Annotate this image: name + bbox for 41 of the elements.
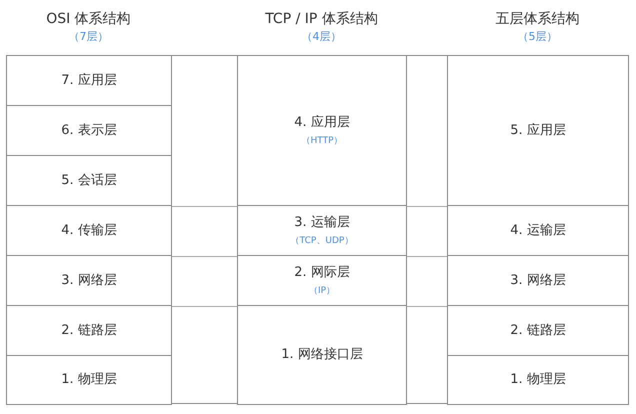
layer-name: 1. 网络接口层 (281, 346, 363, 364)
layer-box (237, 255, 407, 306)
layer-name: 3. 网络层 (510, 272, 566, 290)
layer-name: 7. 应用层 (61, 72, 117, 90)
layer-box (447, 55, 629, 206)
layer-box (6, 105, 172, 156)
layer-box (447, 205, 629, 256)
layer-box (6, 355, 172, 405)
protocol-note: （HTTP） (301, 134, 343, 148)
layer-name: 4. 应用层 (294, 114, 350, 132)
layer-count-label: （5层） (518, 29, 558, 45)
layer-count-label: （4层） (302, 29, 342, 45)
layer-box (237, 205, 407, 256)
layer-count-label: （7层） (68, 29, 108, 45)
protocol-note: （TCP、UDP） (290, 234, 354, 248)
layer-box (237, 55, 407, 206)
column-heading: 五层体系结构 (496, 10, 580, 29)
layer-name: 4. 传输层 (61, 222, 117, 240)
layer-name: 2. 网际层 (294, 264, 350, 282)
layer-name: 4. 运输层 (510, 222, 566, 240)
layer-box (6, 205, 172, 256)
protocol-note: （IP） (308, 284, 336, 298)
layer-box (6, 155, 172, 206)
layer-box (447, 305, 629, 356)
layer-name: 1. 物理层 (61, 371, 117, 390)
layer-name: 5. 应用层 (510, 122, 566, 140)
layer-box (447, 255, 629, 306)
column-heading: TCP / IP 体系结构 (265, 10, 378, 29)
layer-box (447, 355, 629, 405)
layer-name: 3. 网络层 (61, 272, 117, 290)
layer-name: 6. 表示层 (61, 122, 117, 140)
layer-name: 3. 运输层 (294, 214, 350, 232)
layer-name: 5. 会话层 (61, 172, 117, 190)
column-heading: OSI 体系结构 (46, 10, 131, 29)
layer-box (6, 255, 172, 306)
layer-name: 2. 链路层 (510, 322, 566, 340)
layer-box (6, 305, 172, 356)
layer-box (6, 55, 172, 106)
layer-name: 1. 物理层 (510, 371, 566, 390)
layer-box (237, 305, 407, 405)
layer-name: 2. 链路层 (61, 322, 117, 340)
